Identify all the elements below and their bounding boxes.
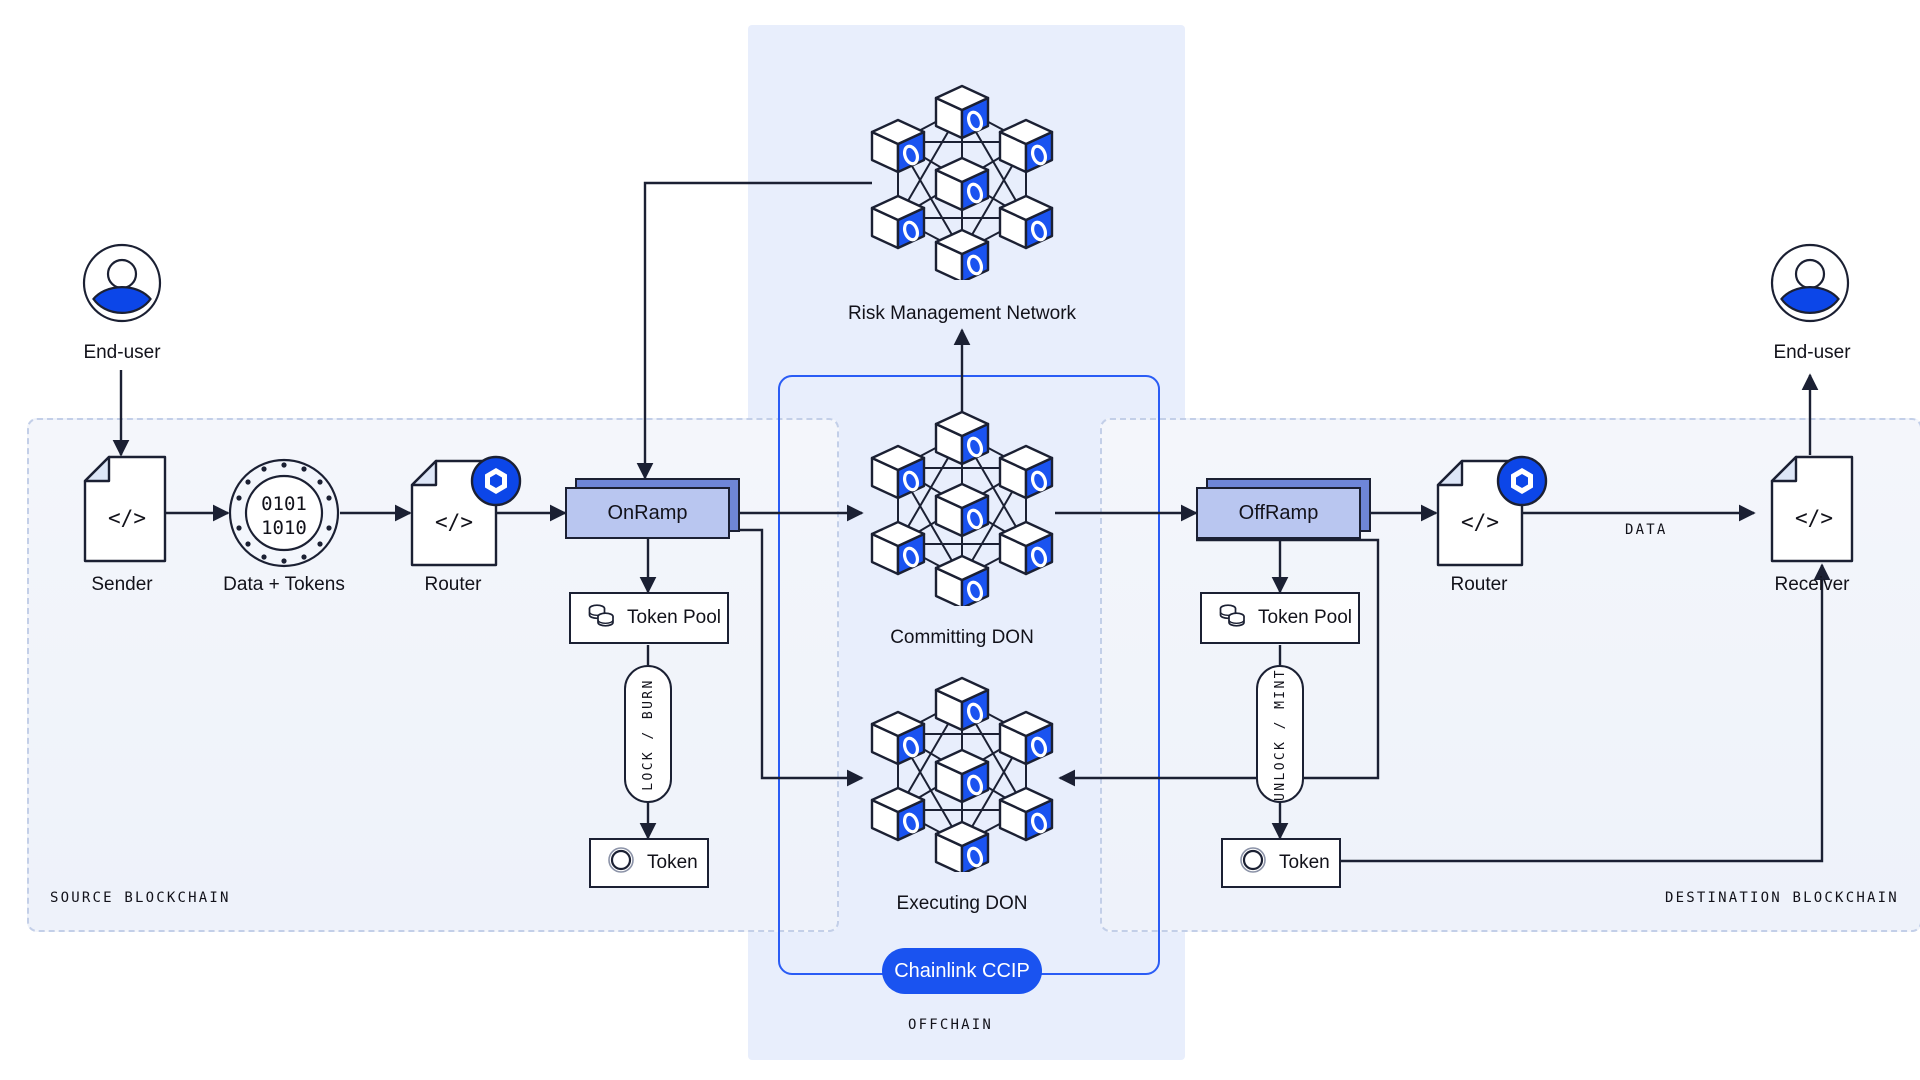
risk-management-network-label: Risk Management Network xyxy=(847,303,1077,324)
committing-don-label: Committing DON xyxy=(890,627,1034,648)
destination-token-label: Token xyxy=(1279,852,1330,873)
binary-line-2: 1010 xyxy=(261,517,307,539)
data-tokens-icon: 0101 1010 xyxy=(228,458,340,573)
destination-token-pool-box[interactable]: Token Pool xyxy=(1200,592,1360,644)
node-cube xyxy=(870,410,1054,610)
chainlink-ccip-label: Chainlink CCIP xyxy=(894,959,1030,982)
lock-burn-label: LOCK / BURN xyxy=(640,677,656,791)
coin-stack-icon xyxy=(587,601,615,635)
token-circle-icon xyxy=(1239,846,1267,880)
data-edge-label: DATA xyxy=(1625,522,1668,538)
executing-don-label: Executing DON xyxy=(896,893,1028,914)
destination-token-box[interactable]: Token xyxy=(1221,838,1341,888)
destination-router-label: Router xyxy=(1450,574,1508,595)
unlock-mint-capsule: UNLOCK / MINT xyxy=(1256,665,1304,803)
chainlink-ccip-pill[interactable]: Chainlink CCIP xyxy=(882,948,1042,994)
risk-management-network-cluster xyxy=(862,80,1062,285)
destination-blockchain-zone-label: DESTINATION BLOCKCHAIN xyxy=(1665,890,1899,906)
node-cube xyxy=(870,84,1054,284)
unlock-mint-label: UNLOCK / MINT xyxy=(1272,667,1288,801)
offchain-zone-label: OFFCHAIN xyxy=(908,1017,994,1033)
coin-stack-icon xyxy=(1218,601,1246,635)
destination-token-pool-label: Token Pool xyxy=(1258,607,1353,628)
sender-label: Sender xyxy=(91,574,153,595)
destination-router-document: </> xyxy=(1436,455,1548,572)
committing-don-cluster xyxy=(862,406,1062,611)
lock-burn-capsule: LOCK / BURN xyxy=(624,665,672,803)
source-router-document: </> xyxy=(410,455,522,572)
binary-line-1: 0101 xyxy=(261,493,307,515)
token-circle-icon xyxy=(607,846,635,880)
source-blockchain-zone-label: SOURCE BLOCKCHAIN xyxy=(50,890,231,906)
source-token-label: Token xyxy=(647,852,698,873)
source-end-user-label: End-user xyxy=(83,342,161,363)
source-end-user-avatar xyxy=(82,243,162,328)
source-token-pool-label: Token Pool xyxy=(627,607,722,628)
offramp-box[interactable]: OffRamp xyxy=(1196,487,1361,539)
receiver-label: Receiver xyxy=(1774,574,1850,595)
source-token-pool-box[interactable]: Token Pool xyxy=(569,592,729,644)
source-token-box[interactable]: Token xyxy=(589,838,709,888)
node-cube xyxy=(870,676,1054,876)
chainlink-hexagon-icon xyxy=(1496,455,1548,507)
svg-text:</>: </> xyxy=(435,510,473,534)
svg-text:</>: </> xyxy=(1461,510,1499,534)
executing-don-cluster xyxy=(862,672,1062,877)
onramp-label: OnRamp xyxy=(607,501,688,524)
sender-document: </> xyxy=(83,455,167,568)
chainlink-hexagon-icon xyxy=(470,455,522,507)
destination-end-user-label: End-user xyxy=(1773,342,1851,363)
destination-end-user-avatar xyxy=(1770,243,1850,328)
onramp-box[interactable]: OnRamp xyxy=(565,487,730,539)
offramp-label: OffRamp xyxy=(1238,501,1319,524)
svg-text:</>: </> xyxy=(108,506,146,530)
svg-text:</>: </> xyxy=(1795,506,1833,530)
source-router-label: Router xyxy=(424,574,482,595)
receiver-document: </> xyxy=(1770,455,1854,568)
data-tokens-label: Data + Tokens xyxy=(223,574,345,595)
